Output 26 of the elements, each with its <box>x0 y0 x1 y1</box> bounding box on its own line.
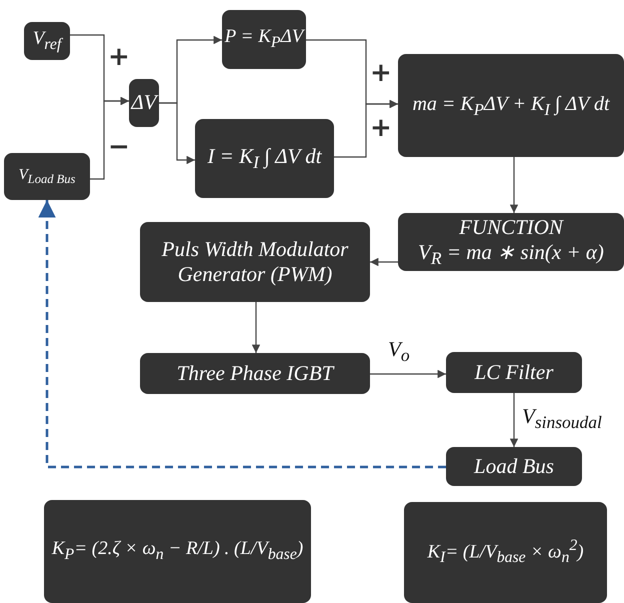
process-box: V$_{Load Bus}$ <box>4 153 90 200</box>
sign-label: + <box>370 115 392 141</box>
arrow <box>510 157 518 213</box>
process-box: ma = K$_{P}$ΔV + K$_{I}$ ∫ ΔV dt <box>398 54 624 157</box>
process-box: V$_{ref}$ <box>24 22 70 60</box>
process-box: ΔV <box>129 79 159 127</box>
process-box: FUNCTION V$_{R}$ = ma ∗ sin(x + α) <box>398 213 624 271</box>
process-box: Three Phase IGBT <box>140 353 370 394</box>
process-box: I = K$_{I}$ ∫ ΔV dt <box>195 119 334 198</box>
formula-box: K$_{P}$= (2.ζ × ω$_{n}$ − R/L) . (L/V$_{base}$) <box>44 500 311 603</box>
process-box: LC Filter <box>446 352 582 393</box>
arrow <box>159 102 195 164</box>
process-box: Puls Width Modulator Generator (PWM) <box>140 222 370 302</box>
arrow <box>334 100 398 158</box>
arrow <box>370 258 398 266</box>
arrow <box>510 393 518 447</box>
process-box: Load Bus <box>446 447 582 486</box>
sign-label: + <box>108 44 130 70</box>
feedback-arrow <box>38 200 446 468</box>
arrow <box>90 96 129 180</box>
sign-label: − <box>108 134 130 160</box>
arrow <box>252 302 260 353</box>
formula-box: K$_{I}$= (L/V$_{base}$ × ω$_{n}$$^{2}$) <box>404 502 607 603</box>
sign-label: + <box>370 60 392 86</box>
process-box: P = K$_{P}$ΔV <box>222 10 306 69</box>
arrow <box>370 370 446 378</box>
